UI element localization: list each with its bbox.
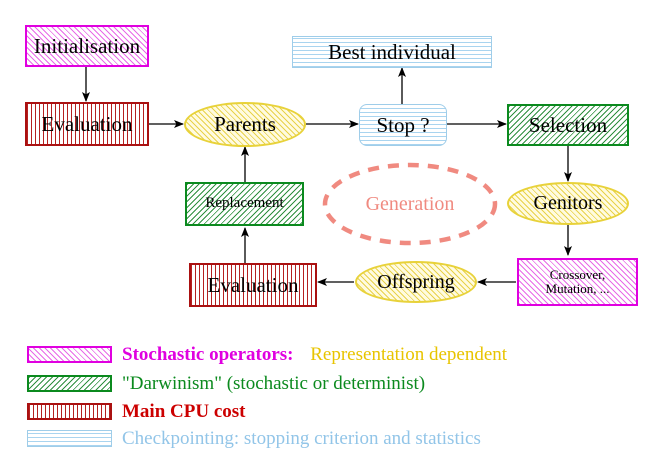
- legend-label-checkpointing: Checkpointing: stopping criterion and st…: [122, 428, 481, 449]
- node-stop[interactable]: Stop ?: [359, 104, 447, 146]
- node-parents-label: Parents: [214, 112, 276, 137]
- node-stop-label: Stop ?: [376, 112, 430, 137]
- node-best-individual-label: Best individual: [328, 39, 456, 64]
- node-selection-label: Selection: [528, 112, 608, 137]
- node-evaluation-bottom[interactable]: Evaluation: [189, 263, 317, 307]
- node-evaluation-top-label: Evaluation: [41, 111, 133, 136]
- node-best-individual[interactable]: Best individual: [292, 36, 492, 68]
- node-genitors-label: Genitors: [533, 192, 603, 214]
- node-selection[interactable]: Selection: [507, 104, 629, 146]
- legend-label-darwinism: "Darwinism" (stochastic or determinist): [122, 373, 426, 394]
- legend-label-cpu: Main CPU cost: [122, 401, 246, 422]
- node-crossover-line2: Mutation, ...: [545, 281, 610, 296]
- node-replacement[interactable]: Replacement: [185, 182, 304, 226]
- node-generation: Generation: [325, 188, 495, 220]
- legend-swatch-checkpointing: [27, 430, 112, 447]
- legend-text-stochastic: Stochastic operators:: [122, 344, 294, 365]
- node-offspring-label: Offspring: [377, 270, 455, 293]
- legend-swatch-cpu: [27, 403, 112, 420]
- legend-swatch-darwinism: [27, 375, 112, 392]
- node-crossover-mutation[interactable]: Crossover, Mutation, ...: [517, 258, 638, 306]
- legend-swatch-stochastic: [27, 346, 112, 363]
- legend-text-representation: Representation dependent: [310, 344, 508, 365]
- node-initialisation-label: Initialisation: [33, 33, 141, 58]
- node-evaluation-top[interactable]: Evaluation: [25, 102, 149, 146]
- node-parents[interactable]: Parents: [184, 102, 306, 147]
- node-generation-label: Generation: [365, 192, 455, 215]
- node-initialisation[interactable]: Initialisation: [25, 25, 149, 67]
- node-evaluation-bottom-label: Evaluation: [207, 272, 299, 297]
- node-genitors[interactable]: Genitors: [507, 182, 629, 225]
- node-offspring[interactable]: Offspring: [355, 261, 477, 303]
- node-crossover-line1: Crossover,: [549, 267, 606, 283]
- legend-label-stochastic: Stochastic operators: Representation dep…: [122, 344, 507, 366]
- node-replacement-label: Replacement: [205, 195, 284, 212]
